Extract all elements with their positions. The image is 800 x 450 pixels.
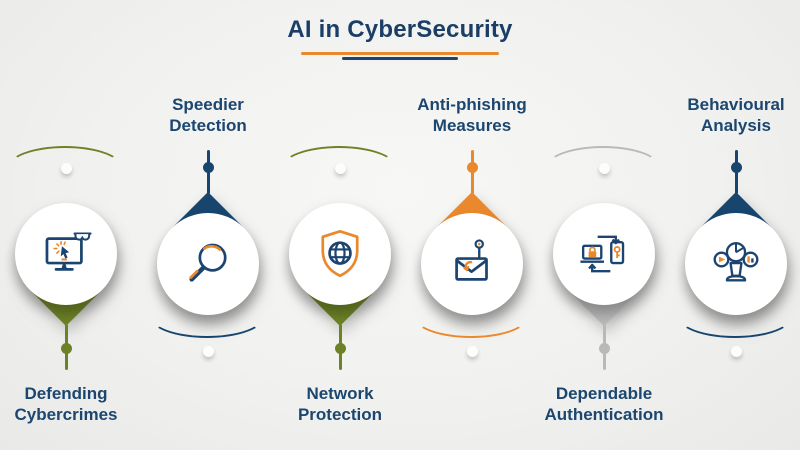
accent-arc xyxy=(6,146,124,192)
item-speedier-detection: Speedier Detection xyxy=(142,0,274,450)
item-label: Network Protection xyxy=(297,384,383,424)
icon-disc xyxy=(289,203,391,305)
white-dot xyxy=(466,346,478,357)
item-label: Dependable Authentication xyxy=(544,384,664,424)
white-dot xyxy=(730,346,742,357)
item-anti-phishing-measures: Anti-phishing Measures xyxy=(406,0,538,450)
item-network-protection: Network Protection xyxy=(274,0,406,450)
accent-arc xyxy=(148,292,266,338)
connector-dot xyxy=(466,162,478,173)
shield-globe-icon xyxy=(311,225,369,283)
user-analytics-charts-icon xyxy=(707,235,765,293)
device-sync-lock-icon xyxy=(575,225,633,283)
teardrop-badge xyxy=(274,195,406,327)
connector-dot xyxy=(730,162,742,173)
item-label: Anti-phishing Measures xyxy=(417,95,527,135)
title-underline-navy-icon xyxy=(342,57,458,60)
phishing-hook-mail-icon xyxy=(443,235,501,293)
teardrop-badge xyxy=(538,195,670,327)
accent-arc xyxy=(412,292,530,338)
connector-dot xyxy=(598,343,610,354)
teardrop-badge xyxy=(0,195,132,327)
white-dot xyxy=(202,346,214,357)
icon-disc xyxy=(553,203,655,305)
item-behavioural-analysis: Behavioural Analysis xyxy=(670,0,800,450)
item-label: Speedier Detection xyxy=(169,95,247,135)
icon-disc xyxy=(15,203,117,305)
accent-arc xyxy=(280,146,398,192)
magnifier-search-icon xyxy=(179,235,237,293)
connector-dot xyxy=(334,343,346,354)
accent-arc xyxy=(676,292,794,338)
title-underline-orange-icon xyxy=(301,52,499,55)
header: AI in CyberSecurity xyxy=(0,16,800,60)
item-label: Behavioural Analysis xyxy=(687,95,785,135)
connector-dot xyxy=(60,343,72,354)
accent-arc xyxy=(544,146,662,192)
item-label: Defending Cybercrimes xyxy=(14,384,118,424)
connector-dot xyxy=(202,162,214,173)
item-defending-cybercrimes: Defending Cybercrimes xyxy=(0,0,132,450)
item-dependable-authentication: Dependable Authentication xyxy=(538,0,670,450)
monitor-click-thief-icon xyxy=(37,225,95,283)
page-title: AI in CyberSecurity xyxy=(287,16,513,43)
